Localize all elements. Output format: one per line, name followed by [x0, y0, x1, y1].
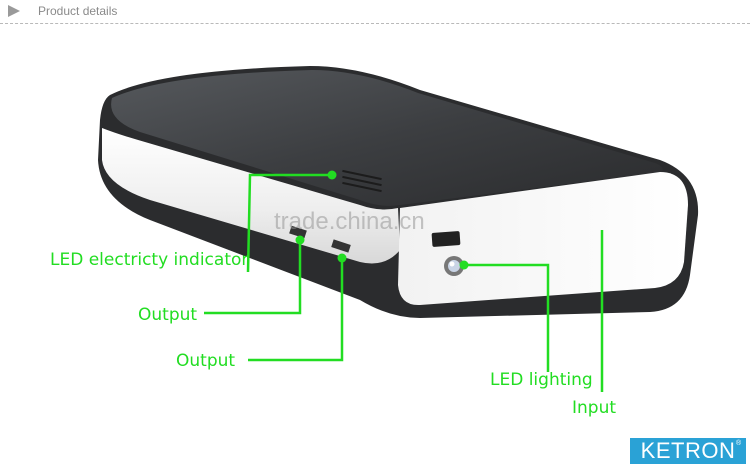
header-title: Product details — [38, 4, 118, 18]
label-output-1: Output — [138, 305, 198, 325]
device-right-end — [398, 172, 688, 306]
callout-led-lighting — [464, 263, 550, 372]
label-input: Input — [572, 398, 617, 418]
device-left-side — [102, 128, 400, 264]
callout-output-1 — [204, 240, 302, 315]
header-divider — [0, 23, 750, 24]
brand-logo: KETRON — [630, 438, 746, 464]
label-led-lighting: LED lighting — [490, 370, 593, 390]
usb-port — [431, 231, 461, 247]
callout-lines — [204, 173, 604, 392]
triangle-right-icon — [8, 5, 20, 17]
label-output-2: Output — [176, 351, 236, 371]
output-port-2 — [331, 239, 351, 253]
label-led-indicator: LED electricty indicator — [50, 250, 249, 270]
output-port-1 — [289, 225, 307, 239]
callout-output-2 — [248, 258, 344, 362]
indicator-grille — [342, 169, 382, 193]
callout-led-indicator — [246, 173, 332, 273]
header-bar: Product details — [0, 0, 750, 24]
device-top — [111, 70, 663, 206]
registered-mark: ® — [736, 440, 742, 447]
callout-dots — [295, 170, 469, 270]
watermark-text: trade.china.cn — [274, 208, 425, 235]
brand-name: KETRON — [640, 438, 736, 463]
